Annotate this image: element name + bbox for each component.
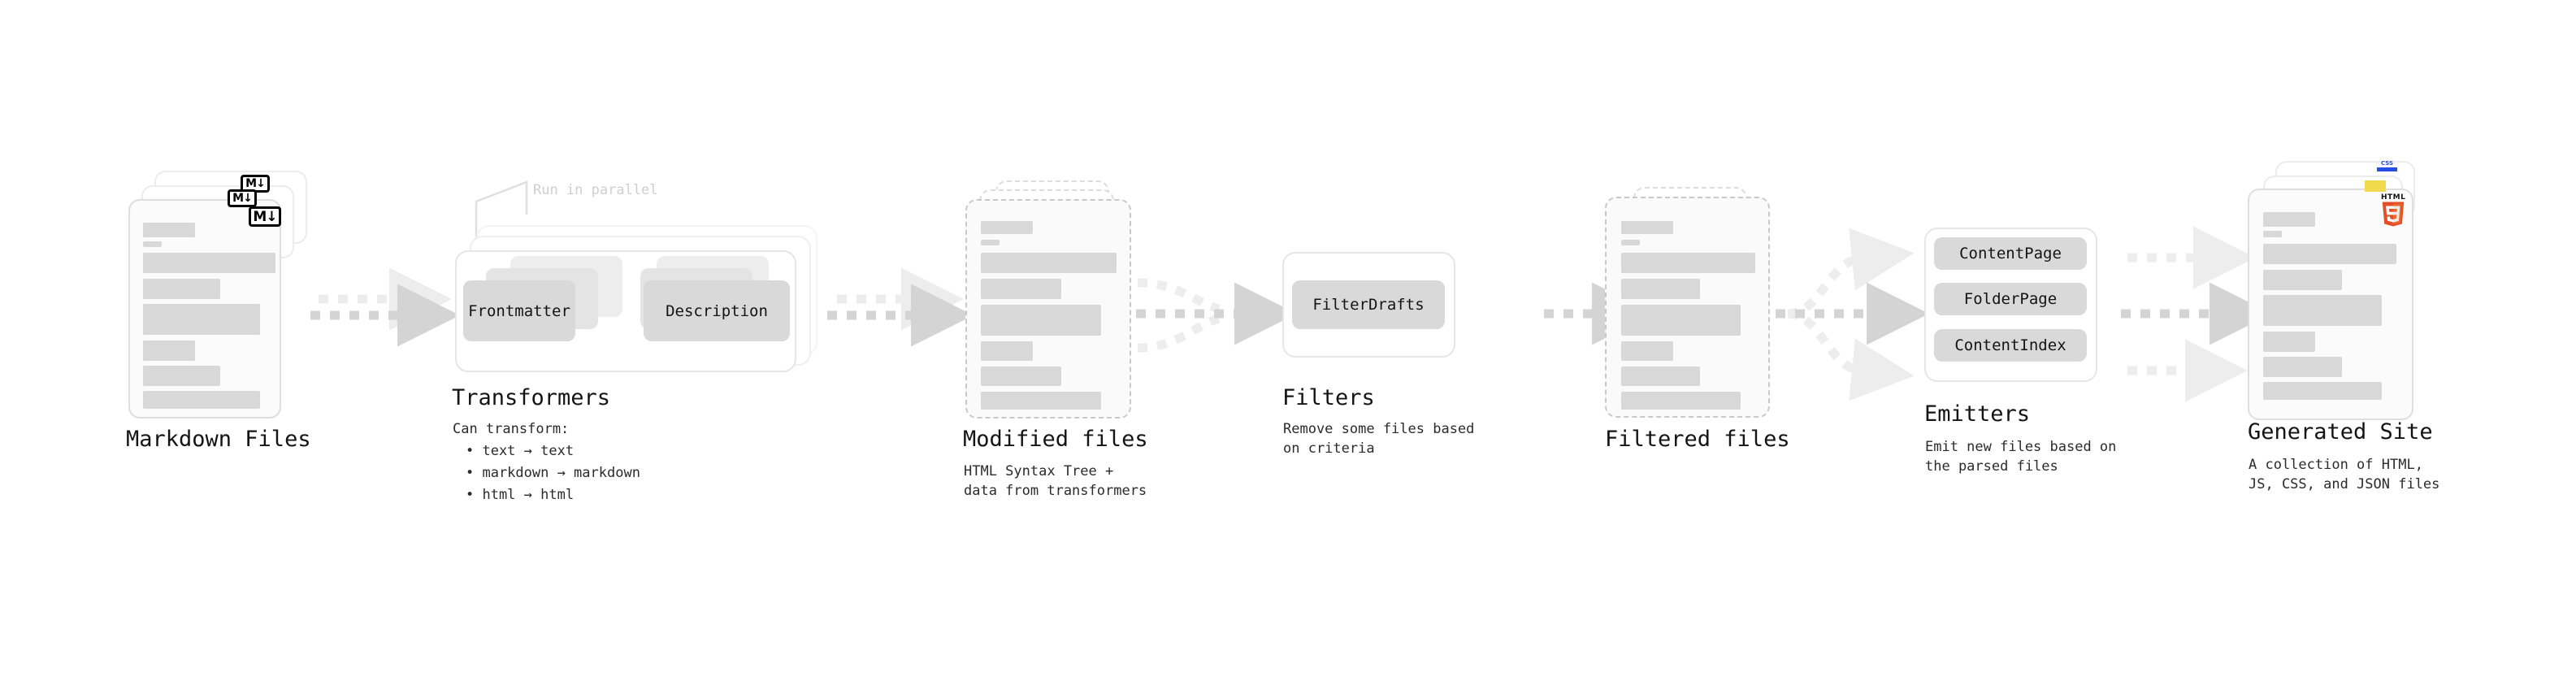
doc-bar (1621, 253, 1755, 273)
doc-bar (981, 367, 1061, 386)
emitters-title: Emitters (1924, 401, 2031, 427)
arrow-filtered-to-emitters (1776, 228, 1929, 401)
plugin-chip-frontmatter[interactable]: Frontmatter (463, 280, 575, 341)
doc-bar (1621, 367, 1700, 386)
doc-bar (143, 279, 220, 299)
doc-bar (981, 253, 1117, 273)
css3-icon: CSS (2377, 160, 2397, 171)
doc-bar (1621, 221, 1673, 234)
emitters-subtitle: Emit new files based on the parsed files (1925, 439, 2117, 475)
transformers-bullet-0: • text → text (466, 443, 575, 459)
markdown-files-title: Markdown Files (126, 427, 311, 452)
transformers-bullet-2: • html → html (466, 487, 575, 503)
doc-bar (981, 341, 1033, 361)
markdown-badge: M↓ (249, 206, 281, 227)
transformers-title: Transformers (452, 385, 611, 410)
doc-bar (143, 391, 260, 409)
doc-bar (1621, 392, 1741, 410)
filters-subtitle: Remove some files based on criteria (1283, 421, 1475, 457)
doc-bar (2263, 382, 2382, 400)
doc-bar (981, 279, 1061, 299)
plugin-chip-filterdrafts[interactable]: FilterDrafts (1292, 280, 1445, 329)
doc-bar (2263, 332, 2315, 352)
arrow-markdown-to-transformers (310, 267, 460, 347)
doc-bar (143, 366, 220, 386)
generated-site-subtitle: A collection of HTML, JS, CSS, and JSON … (2249, 457, 2440, 492)
doc-bar (981, 221, 1033, 234)
javascript-icon (2365, 180, 2386, 192)
doc-bar (981, 305, 1101, 336)
doc-bar (1621, 341, 1673, 361)
doc-bar (2263, 270, 2342, 290)
filtered-files-title: Filtered files (1605, 427, 1790, 452)
transformers-bullet-1: • markdown → markdown (466, 465, 640, 481)
doc-bar (143, 253, 275, 273)
doc-bar (143, 340, 195, 361)
generated-site-title: Generated Site (2248, 419, 2433, 445)
modified-files-subtitle: HTML Syntax Tree + data from transformer… (964, 463, 1147, 499)
doc-bar (1621, 305, 1741, 336)
doc-bar (2263, 295, 2382, 326)
plugin-chip-contentpage[interactable]: ContentPage (1934, 237, 2087, 270)
plugin-chip-folderpage[interactable]: FolderPage (1934, 283, 2087, 315)
arrow-transformers-to-modified (827, 267, 974, 347)
doc-bar (2263, 231, 2282, 237)
run-in-parallel-note: Run in parallel (533, 182, 658, 198)
doc-bar (143, 241, 162, 247)
html5-icon: HTML (2381, 193, 2405, 227)
arrow-emitters-to-site (2121, 226, 2272, 402)
doc-bar (981, 392, 1101, 410)
doc-bar (143, 223, 195, 237)
doc-bar (1621, 279, 1700, 299)
filters-title: Filters (1282, 385, 1375, 410)
transformers-subtitle: Can transform: (453, 421, 570, 437)
plugin-chip-contentindex[interactable]: ContentIndex (1934, 329, 2087, 362)
doc-bar (1621, 240, 1640, 245)
doc-bar (2263, 244, 2396, 264)
doc-bar (2263, 357, 2342, 377)
arrow-modified-to-filters (1136, 278, 1297, 353)
modified-files-title: Modified files (963, 427, 1148, 452)
doc-bar (2263, 212, 2315, 227)
doc-bar (143, 304, 260, 335)
doc-bar (981, 240, 1000, 245)
plugin-chip-description[interactable]: Description (644, 280, 790, 341)
markdown-badge-mid: M↓ (228, 189, 257, 207)
